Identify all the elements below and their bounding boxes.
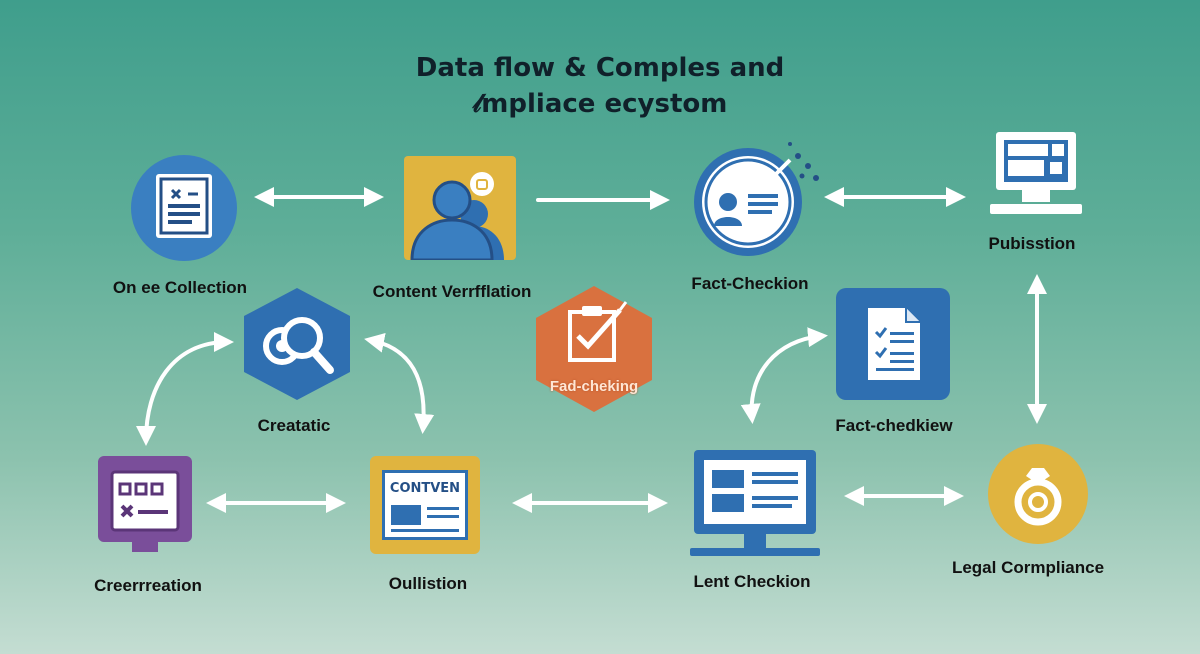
- label-oullistion: Oullistion: [388, 574, 468, 593]
- label-creerreation: Creerrreation: [94, 576, 202, 595]
- arrow-creatatic-creerreation: [136, 332, 234, 446]
- document-icon: [131, 155, 237, 261]
- label-fact-checking-top: Fact-Checkion: [691, 274, 809, 293]
- label-content-verification: Content Verrfflation: [372, 282, 532, 301]
- search-icon: [244, 288, 350, 400]
- arrow-lent-factchedkiew: [740, 327, 828, 424]
- label-online-collection: On ee Collection: [112, 278, 248, 297]
- calendar-icon: [98, 456, 192, 552]
- title-line-1: Data flow & Comples and: [415, 53, 785, 83]
- newspaper-headline: CONTVEN: [389, 481, 461, 496]
- monitor-icon: [690, 450, 820, 556]
- label-fact-checking-center: Fad-cheking: [549, 378, 639, 395]
- ring-badge-icon: [988, 444, 1088, 544]
- users-icon: [404, 156, 516, 260]
- label-legal-compliance: Legal Cormpliance: [951, 558, 1105, 577]
- title-line-2: 𝓁mpliace ecystom: [472, 89, 728, 119]
- label-publication: Pubisstion: [988, 234, 1076, 253]
- computer-icon: [990, 132, 1082, 214]
- label-lent-checkion: Lent Checkion: [693, 572, 811, 591]
- label-fact-checkiew: Fact-chedkiew: [835, 416, 953, 435]
- newspaper-icon: CONTVEN: [370, 456, 480, 554]
- profile-card-icon: [694, 142, 819, 256]
- document-check-icon: [836, 288, 950, 400]
- diagram-title: Data flow & Comples and 𝓁mpliace ecystom: [0, 50, 1200, 122]
- clipboard-check-icon: [536, 286, 652, 412]
- label-creatatic: Creatatic: [257, 416, 331, 435]
- arrow-creatatic-oullistion: [364, 332, 435, 434]
